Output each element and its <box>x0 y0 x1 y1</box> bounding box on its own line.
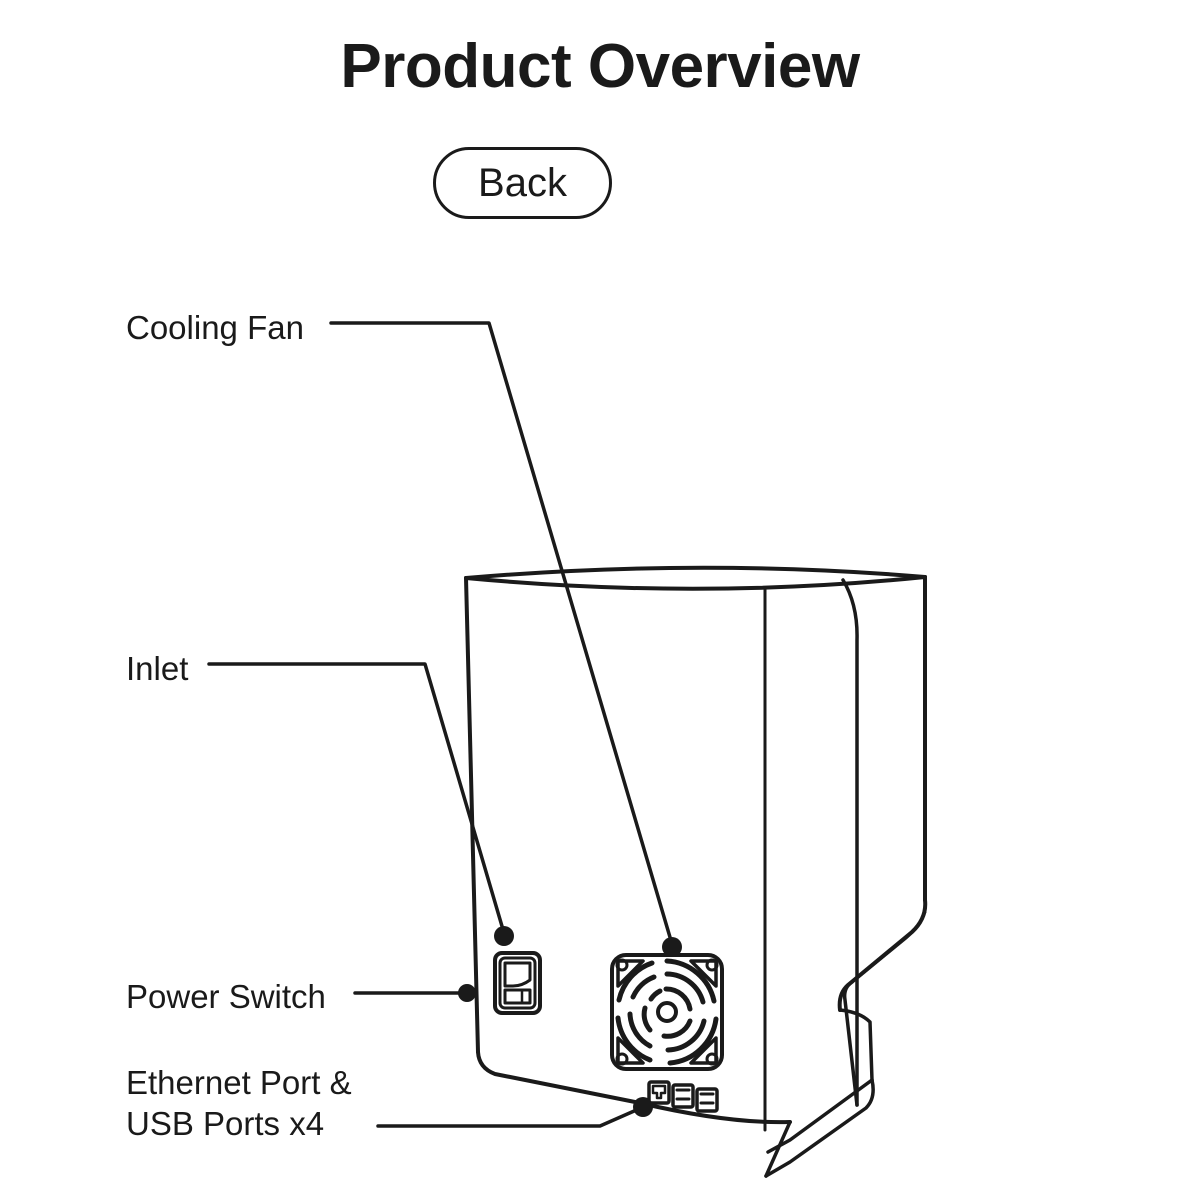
stand-wedge-left <box>842 980 859 1107</box>
fan-ring-inner-arc-4 <box>648 988 663 1002</box>
fan-ring-inner-arc-3 <box>641 1005 653 1033</box>
leader-line-ethernet-usb <box>376 1106 643 1128</box>
fan-center-hub <box>656 1001 678 1023</box>
power-inlet-socket <box>503 961 532 988</box>
view-badge-label: Back <box>478 160 567 205</box>
power-inlet-bezel-inner <box>498 956 537 1010</box>
fan-ring-inner-arc-2 <box>661 1018 693 1039</box>
fan-ring-outer-arc-1 <box>664 958 717 1004</box>
leader-dot-power-switch <box>458 984 476 1002</box>
callout-terminator-dots <box>458 926 682 1117</box>
enclosure-top-surface-edge <box>464 565 927 580</box>
callout-label-cooling-fan: Cooling Fan <box>126 309 304 346</box>
stand-foot <box>764 898 928 1178</box>
usb-block-2-frame <box>695 1087 719 1113</box>
fan-bracket-bottom-left <box>616 1036 645 1065</box>
leader-line-cooling-fan <box>329 321 674 946</box>
enclosure-left-edge <box>464 576 480 1054</box>
enclosure-panel-fillet <box>841 578 859 1107</box>
fan-ring-mid-arc-1 <box>664 971 706 1005</box>
leader-line-inlet <box>207 662 506 935</box>
stand-wedge-right <box>838 1008 874 1082</box>
power-inlet-bezel <box>493 951 542 1015</box>
fan-bracket-bottom-right <box>689 1036 718 1065</box>
callout-label-ports-line-2: USB Ports x4 <box>126 1105 325 1142</box>
callout-label-inlet: Inlet <box>126 650 189 687</box>
view-badge-back: Back <box>433 147 612 219</box>
callout-label-power-switch: Power Switch <box>126 978 326 1015</box>
usb-block-1-frame <box>671 1083 695 1109</box>
callout-label-ethernet-usb-ports: Ethernet Port & USB Ports x4 <box>126 1062 352 1144</box>
enclosure-bottom-edge <box>476 1050 792 1125</box>
fan-ring-mid-arc-2 <box>665 1018 707 1053</box>
fan-ring-inner-arc-1 <box>663 986 693 1012</box>
fan-screw-hole-bottom-right <box>705 1052 719 1066</box>
fan-screw-hole-bottom-left <box>615 1052 629 1066</box>
enclosure-front-top-edge <box>464 575 927 591</box>
stand-base-front-edge <box>764 1078 875 1178</box>
usb-port-block-1 <box>671 1083 695 1109</box>
fan-bracket-top-left <box>616 959 645 988</box>
fan-ring-outer-arc-4 <box>616 960 655 1003</box>
fan-ring-outer-arc-2 <box>667 1016 719 1066</box>
fan-bracket-top-right <box>689 959 718 988</box>
cooling-fan-grille <box>610 953 724 1071</box>
leader-dot-cooling-fan <box>662 937 682 957</box>
power-switch-rocker <box>503 988 532 1005</box>
usb-port-block-2 <box>695 1087 719 1113</box>
power-inlet-module <box>493 951 542 1015</box>
fan-guard-rings <box>615 958 719 1066</box>
leader-dot-inlet <box>494 926 514 946</box>
page-title: Product Overview <box>340 32 860 101</box>
fan-ring-mid-arc-4 <box>630 974 657 1000</box>
port-cluster <box>647 1080 719 1113</box>
ethernet-port-frame <box>647 1080 671 1105</box>
fan-screw-hole-top-right <box>705 958 719 972</box>
stand-base-left-edge <box>764 1120 792 1178</box>
ethernet-port-keyhole <box>651 1084 667 1100</box>
stand-base-top-edge <box>766 1078 874 1154</box>
stand-shoulder-outer <box>837 898 928 1012</box>
stand-shoulder-inner <box>843 910 927 990</box>
ethernet-port <box>647 1080 671 1105</box>
fan-screw-hole-top-left <box>615 958 629 972</box>
enclosure-body <box>464 565 927 1132</box>
callout-label-ports-line-1: Ethernet Port & <box>126 1064 352 1101</box>
fan-ring-mid-arc-3 <box>627 1011 653 1049</box>
callout-leader-lines <box>207 321 674 1128</box>
leader-dot-ethernet-usb <box>633 1097 653 1117</box>
fan-ring-outer-arc-3 <box>615 1015 653 1063</box>
